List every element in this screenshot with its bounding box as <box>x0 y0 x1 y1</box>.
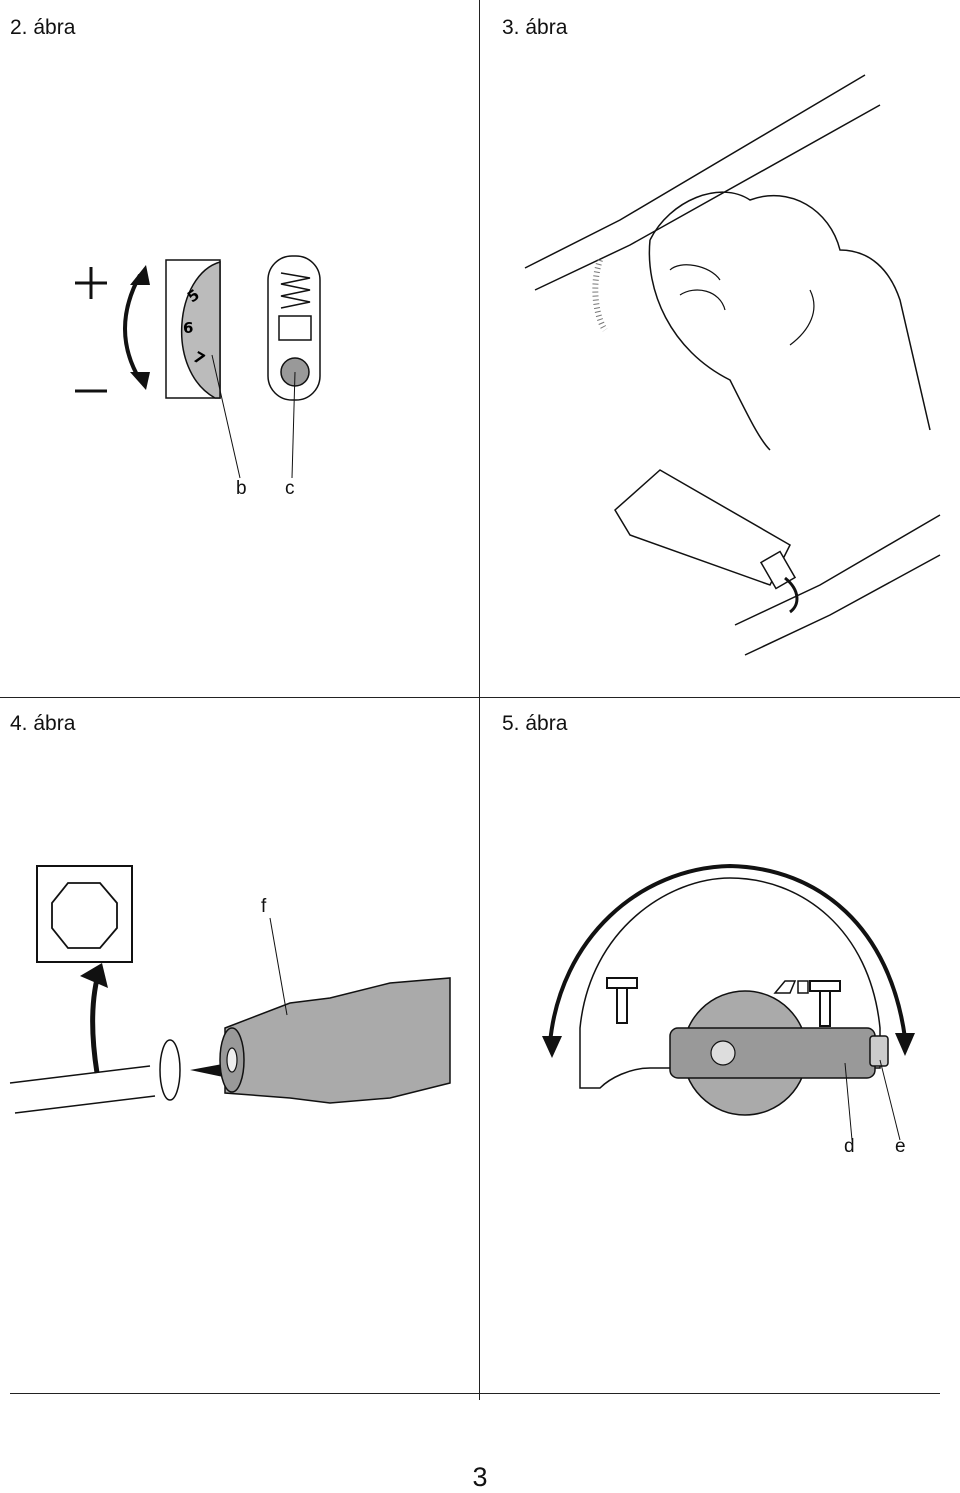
figure-2-drawing: 5 6 7 <box>75 255 321 479</box>
callout-b: b <box>236 478 247 499</box>
figure-3-drawing <box>524 74 941 656</box>
figure-4-panel: 4. ábra f <box>0 698 479 1393</box>
callout-c: c <box>285 478 295 499</box>
rotation-hammer-icon <box>773 980 809 994</box>
bit-shank-top <box>524 74 881 291</box>
adjust-arrow <box>123 274 142 382</box>
middle-divider <box>0 697 960 698</box>
tool-holder <box>224 977 451 1104</box>
grease <box>784 576 799 614</box>
bottom-divider <box>10 1393 940 1394</box>
callout-f: f <box>261 896 267 917</box>
figure-4-title: 4. ábra <box>10 712 76 735</box>
bit-shank <box>9 1065 156 1114</box>
lock-screw <box>710 1040 736 1066</box>
figure-2-title: 2. ábra <box>10 16 76 39</box>
rotation-arrow <box>548 863 907 1044</box>
figure-5-title: 5. ábra <box>502 712 568 735</box>
dial-mark-6: 6 <box>183 319 193 337</box>
vertical-divider <box>479 0 480 1400</box>
figure-3-panel: 3. ábra <box>480 0 960 697</box>
release-button <box>869 1035 889 1067</box>
dial-wheel <box>180 261 221 399</box>
hand <box>648 191 931 451</box>
shank-profile-icon <box>51 882 118 949</box>
insert-arrow <box>190 1063 228 1078</box>
page-number: 3 <box>472 1462 488 1492</box>
figure-2-panel: 2. ábra 5 6 7 b c <box>0 0 479 697</box>
selector-lever <box>669 1027 876 1079</box>
figure-4-drawing <box>9 865 451 1114</box>
dust <box>592 259 608 332</box>
figure-5-drawing <box>542 863 915 1141</box>
figure-5-panel: 5. ábra d e <box>480 698 960 1393</box>
figure-3-title: 3. ábra <box>502 16 568 39</box>
hammer-icon-right <box>819 987 831 1027</box>
spring-icon <box>280 272 311 309</box>
callout-d: d <box>844 1136 855 1157</box>
callout-e: e <box>895 1136 906 1157</box>
bit-shank-bottom <box>734 514 941 656</box>
